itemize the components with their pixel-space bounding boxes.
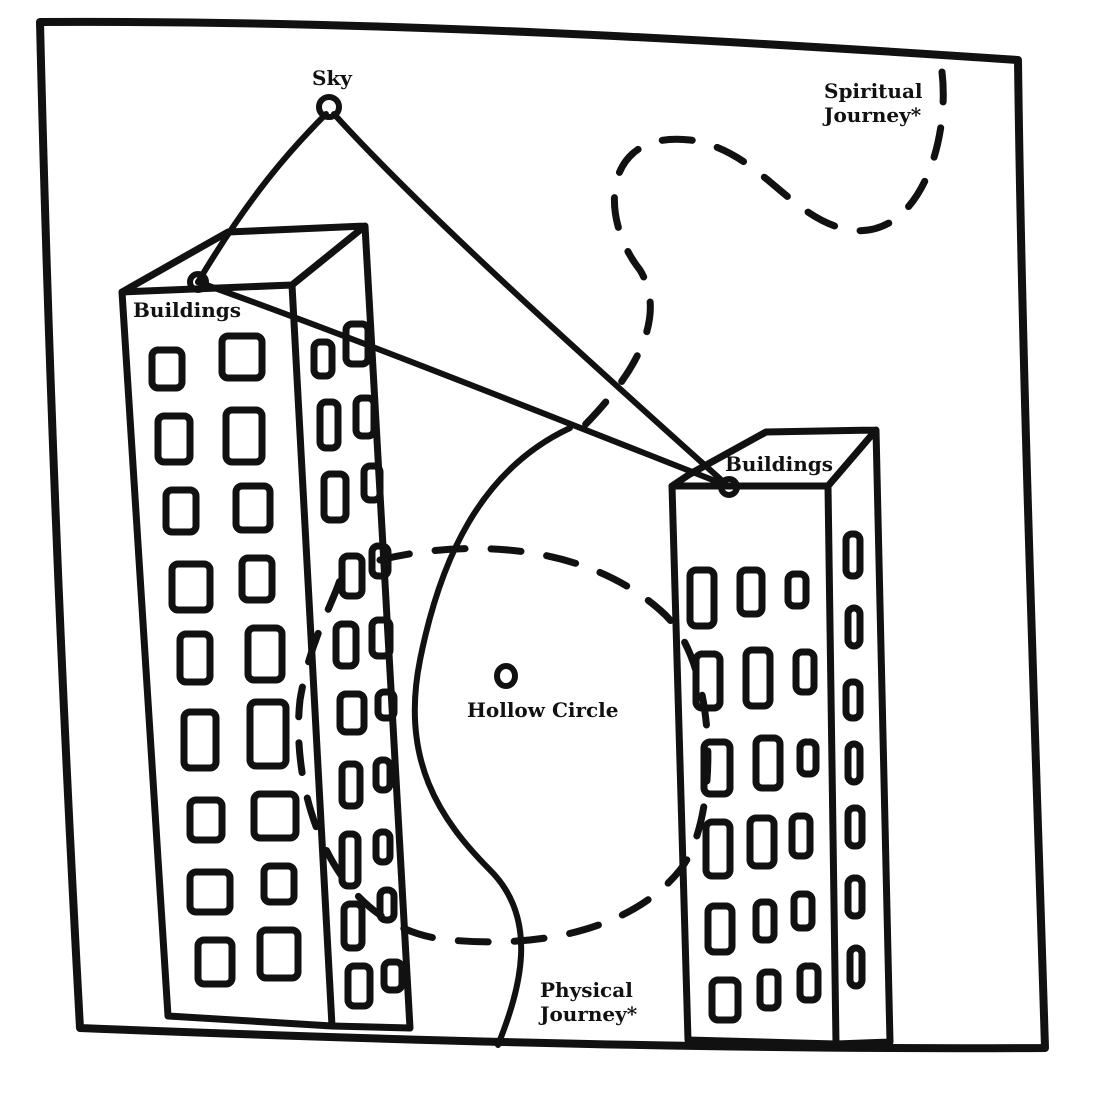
physical-journey-line-1: Physical [540, 978, 633, 1002]
connector-nodes [187, 94, 740, 689]
right-buildings-label-text: Buildings [725, 452, 834, 476]
right-building [668, 426, 894, 1048]
line-sky-to-right-building [331, 111, 731, 489]
physical-journey-loop [295, 545, 712, 946]
physical-journey-label: Physical Journey* [540, 978, 637, 1026]
line-between-buildings [195, 279, 731, 489]
hollow-circle-label-text: Hollow Circle [467, 698, 619, 722]
physical-journey-line-2: Journey* [540, 1002, 638, 1026]
left-buildings-label: Buildings [133, 298, 241, 322]
right-building-outline [668, 426, 894, 1048]
spiritual-journey-line-1: Spiritual [824, 79, 923, 103]
line-sky-to-left-building [195, 111, 329, 285]
frame-border [36, 17, 1049, 1053]
sky-label: Sky [312, 66, 352, 90]
spiritual-journey-line-2: Journey* [824, 103, 922, 127]
spiritual-journey-label: Spiritual Journey* [824, 79, 923, 127]
hollow-circle-label: Hollow Circle [467, 698, 619, 722]
left-building-front-windows [148, 332, 302, 988]
sky-node [316, 94, 342, 120]
connector-lines [195, 111, 731, 1048]
left-building-node [187, 271, 209, 293]
physical-journey-outline [411, 425, 573, 1048]
spiritual-journey-path [576, 68, 947, 434]
right-building-front-windows [686, 566, 822, 1024]
dashed-journeys [295, 68, 947, 946]
right-building-side-windows [842, 530, 866, 990]
sky-label-text: Sky [312, 66, 352, 90]
right-building-node [718, 476, 740, 498]
right-buildings-label: Buildings [725, 452, 833, 476]
hollow-circle-marker [494, 663, 518, 689]
left-buildings-label-text: Buildings [133, 298, 242, 322]
